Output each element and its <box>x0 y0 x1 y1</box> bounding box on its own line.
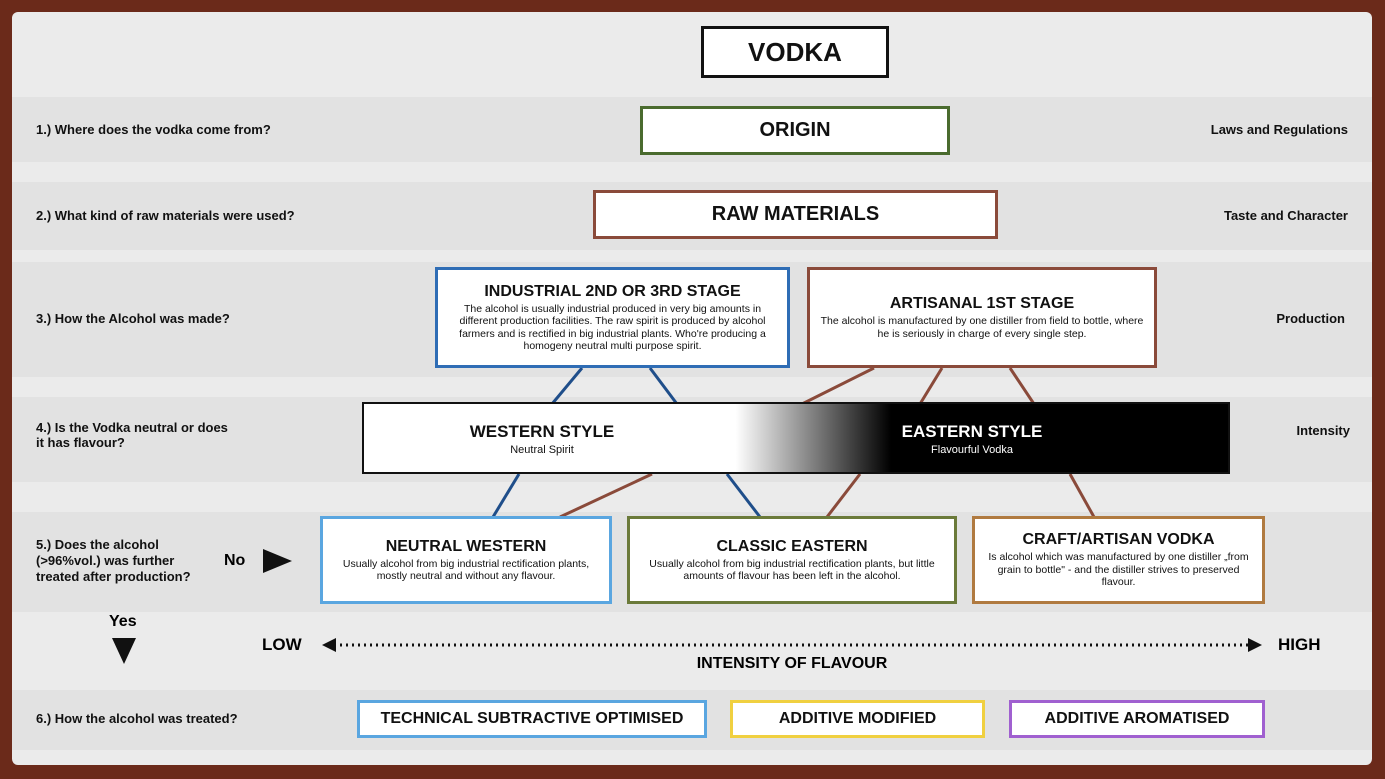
industrial-stage-box: INDUSTRIAL 2ND OR 3RD STAGE The alcohol … <box>435 267 790 368</box>
treatment-technical-box: TECHNICAL SUBTRACTIVE OPTIMISED <box>357 700 707 738</box>
craft-vodka-box: CRAFT/ARTISAN VODKA Is alcohol which was… <box>972 516 1265 604</box>
raw-materials-box: RAW MATERIALS <box>593 190 998 239</box>
raw-materials-title: RAW MATERIALS <box>711 203 880 225</box>
category-3: Production <box>1276 311 1345 326</box>
scale-high-label: HIGH <box>1278 635 1321 654</box>
no-arrow-icon <box>263 549 292 573</box>
origin-box: ORIGIN <box>640 106 950 155</box>
category-2: Taste and Character <box>1223 208 1348 223</box>
connector-line <box>725 473 762 518</box>
treatment-modified-box: ADDITIVE MODIFIED <box>730 700 985 738</box>
eastern-style-sub: Flavourful Vodka <box>931 444 1013 456</box>
connector-line <box>825 473 862 518</box>
connector-line <box>491 473 521 518</box>
industrial-stage-description: The alcohol is usually industrial produc… <box>459 302 766 353</box>
neutral-western-description: Usually alcohol from big industrial rect… <box>342 557 590 583</box>
question-1: 1.) Where does the vodka come from? <box>36 122 271 137</box>
industrial-stage-title: INDUSTRIAL 2ND OR 3RD STAGE <box>484 282 741 300</box>
intensity-gradient-bar <box>362 402 1230 474</box>
classic-eastern-description: Usually alcohol from big industrial rect… <box>649 557 935 583</box>
treatment-technical-title: TECHNICAL SUBTRACTIVE OPTIMISED <box>380 710 684 727</box>
neutral-western-box: NEUTRAL WESTERN Usually alcohol from big… <box>320 516 612 604</box>
category-1: Laws and Regulations <box>1210 122 1348 137</box>
artisanal-stage-description: The alcohol is manufactured by one disti… <box>820 315 1144 340</box>
arrow-left-icon <box>322 638 336 652</box>
question-2: 2.) What kind of raw materials were used… <box>36 208 295 223</box>
western-style-sub: Neutral Spirit <box>510 444 574 456</box>
arrow-right-icon <box>1248 638 1262 652</box>
eastern-style-label: EASTERN STYLE Flavourful Vodka <box>862 422 1082 456</box>
question-6: 6.) How the alcohol was treated? <box>36 711 238 726</box>
connector-line <box>918 367 944 405</box>
treatment-aromatised-box: ADDITIVE AROMATISED <box>1009 700 1265 738</box>
yes-label: Yes <box>109 613 137 630</box>
no-label: No <box>224 552 246 569</box>
connector-line <box>559 472 653 519</box>
origin-title: ORIGIN <box>759 119 831 141</box>
diagram-board: VODKA 1.) Where does the vodka come from… <box>12 12 1372 765</box>
craft-vodka-description: Is alcohol which was manufactured by one… <box>988 551 1249 589</box>
artisanal-stage-title: ARTISANAL 1ST STAGE <box>889 295 1075 312</box>
scale-axis-label: INTENSITY OF FLAVOUR <box>696 655 888 672</box>
treatment-aromatised-title: ADDITIVE AROMATISED <box>1044 710 1230 727</box>
craft-vodka-title: CRAFT/ARTISAN VODKA <box>1022 531 1215 549</box>
category-4: Intensity <box>1296 423 1350 438</box>
question-3: 3.) How the Alcohol was made? <box>36 311 230 326</box>
connector-line <box>550 367 584 405</box>
connector-lines <box>112 366 1262 664</box>
yes-arrow-icon <box>112 638 136 664</box>
artisanal-stage-box: ARTISANAL 1ST STAGE The alcohol is manuf… <box>807 267 1157 368</box>
treatment-modified-title: ADDITIVE MODIFIED <box>778 710 937 727</box>
scale-low-label: LOW <box>262 635 302 654</box>
question-4: 4.) Is the Vodka neutral or does it has … <box>36 420 228 450</box>
neutral-western-title: NEUTRAL WESTERN <box>385 537 547 555</box>
connector-line <box>648 367 679 405</box>
connector-line <box>1068 473 1096 518</box>
classic-eastern-box: CLASSIC EASTERN Usually alcohol from big… <box>627 516 957 604</box>
western-style-label: WESTERN STYLE Neutral Spirit <box>432 422 652 456</box>
title-box: VODKA <box>701 26 889 78</box>
connector-line <box>1008 367 1036 405</box>
connector-line <box>801 366 875 406</box>
western-style-title: WESTERN STYLE <box>469 422 615 441</box>
eastern-style-title: EASTERN STYLE <box>901 422 1043 441</box>
question-5: 5.) Does the alcohol (>96%vol.) was furt… <box>36 537 191 584</box>
classic-eastern-title: CLASSIC EASTERN <box>716 537 868 555</box>
page-title: VODKA <box>748 36 842 67</box>
